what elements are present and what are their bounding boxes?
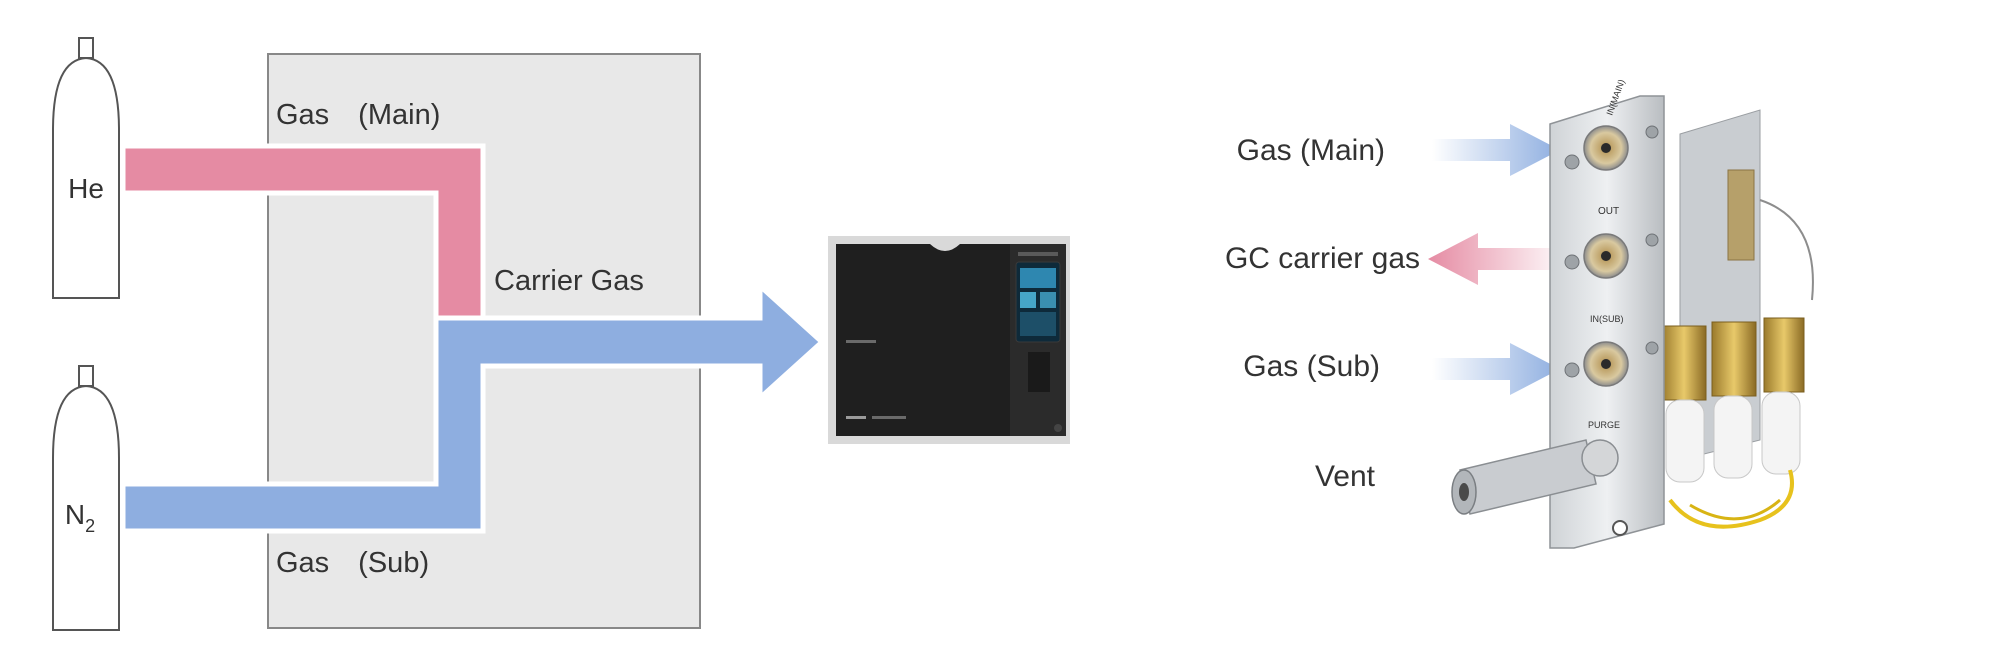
device-label-in-sub: IN(SUB) [1590,314,1624,324]
main-in-arrow [1432,124,1560,176]
gas-selector-unit-icon: IN(MAIN) OUT IN(SUB) PURGE [1451,78,1814,549]
gas-chromatograph-icon [828,236,1070,444]
sub-gas-label: Gas (Sub) [276,547,429,579]
device-label-purge: PURGE [1588,420,1620,430]
sub-in-arrow [1432,343,1560,395]
main-gas-label: Gas (Main) [276,99,440,131]
cylinder-label-n2-main: N [65,499,85,530]
cylinder-label-n2-subscript: 2 [85,516,95,536]
device-label-out: OUT [1598,206,1619,217]
port-label-sub: Gas (Sub) [1243,350,1380,383]
port-label-carrier: GC carrier gas [1225,242,1420,275]
gas-cylinder-icon [52,365,120,631]
sub-gas-flow [120,280,826,534]
carrier-gas-label: Carrier Gas [494,265,644,297]
carrier-out-arrow [1428,233,1570,285]
port-label-main: Gas (Main) [1237,134,1385,167]
gas-cylinder-icon [52,37,120,299]
cylinder-label-n2: N2 [65,499,95,536]
cylinder-label-he: He [68,173,104,204]
port-label-vent: Vent [1315,460,1376,493]
